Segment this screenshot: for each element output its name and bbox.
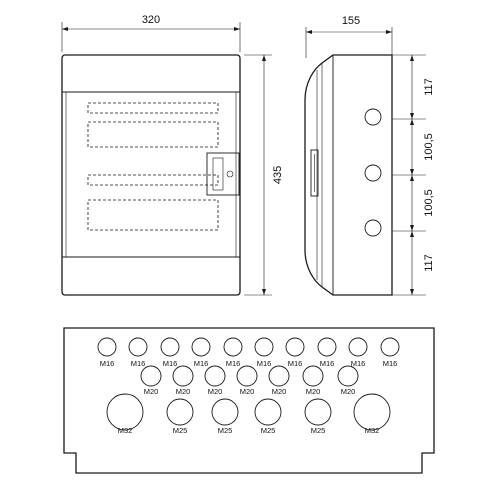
side-knockout-top	[364, 108, 382, 126]
cable-gland-knockout	[380, 337, 400, 357]
cable-gland-label: M20	[176, 387, 191, 396]
cable-gland-label: M16	[226, 359, 241, 368]
cable-gland-label: M20	[144, 387, 159, 396]
cable-gland-label: M16	[288, 359, 303, 368]
cable-entry-plate-outline	[63, 327, 435, 474]
cable-gland-label: M25	[261, 426, 276, 435]
cable-gland-knockout	[268, 365, 290, 387]
front-view: 320 435	[61, 14, 284, 296]
cable-gland-knockout	[204, 365, 226, 387]
cable-gland-label: M16	[163, 359, 178, 368]
cable-gland-label: M20	[240, 387, 255, 396]
cable-gland-label: M16	[320, 359, 335, 368]
cable-gland-label: M16	[131, 359, 146, 368]
cable-gland-knockout	[97, 337, 117, 357]
cable-gland-knockout	[304, 398, 332, 426]
cable-gland-label: M16	[383, 359, 398, 368]
side-segment-label-2: 100,5	[423, 133, 435, 161]
cable-gland-label: M25	[218, 426, 233, 435]
cable-gland-knockout	[353, 393, 391, 431]
front-width-label: 320	[142, 14, 160, 26]
cable-gland-label: M20	[272, 387, 287, 396]
side-depth-dimension: 155	[305, 15, 393, 58]
cable-gland-knockout	[172, 365, 194, 387]
cable-gland-knockout	[254, 337, 274, 357]
side-view: 155	[304, 15, 435, 296]
cable-gland-knockout	[285, 337, 305, 357]
side-segment-label-3: 100,5	[423, 189, 435, 217]
cable-gland-label: M25	[311, 426, 326, 435]
cable-gland-label: M20	[306, 387, 321, 396]
side-knockout-middle	[364, 164, 382, 182]
din-rail-zones	[87, 102, 219, 231]
cable-gland-knockout	[191, 337, 211, 357]
cable-gland-knockout	[211, 398, 239, 426]
cable-gland-label: M16	[351, 359, 366, 368]
door-handle	[206, 152, 240, 196]
cable-gland-knockout	[223, 337, 243, 357]
cable-gland-knockout	[160, 337, 180, 357]
side-depth-label: 155	[342, 15, 360, 27]
cable-gland-knockout	[302, 365, 324, 387]
side-segment-label-4: 117	[423, 254, 435, 272]
enclosure-front-outline	[61, 54, 241, 296]
cable-gland-knockout	[166, 398, 194, 426]
cable-gland-label: M20	[341, 387, 356, 396]
cable-gland-label: M25	[173, 426, 188, 435]
side-segment-dimensions: 117 100,5 100,5 117	[392, 54, 435, 296]
cable-gland-knockout	[348, 337, 368, 357]
front-width-dimension: 320	[61, 14, 241, 52]
side-latch	[310, 149, 319, 197]
cable-gland-knockout	[317, 337, 337, 357]
cable-gland-knockout	[128, 337, 148, 357]
cable-gland-label: M16	[257, 359, 272, 368]
cable-gland-knockout	[254, 398, 282, 426]
cable-gland-knockout	[106, 393, 144, 431]
cable-gland-knockout	[236, 365, 258, 387]
cable-gland-knockout	[337, 365, 359, 387]
side-knockout-bottom	[364, 219, 382, 237]
cable-gland-label: M16	[194, 359, 209, 368]
cable-gland-label: M16	[100, 359, 115, 368]
enclosure-door	[65, 91, 237, 258]
cable-gland-label: M32	[118, 426, 133, 435]
cable-gland-knockout	[140, 365, 162, 387]
cable-gland-label: M20	[208, 387, 223, 396]
cable-gland-label: M32	[365, 426, 380, 435]
side-segment-label-1: 117	[423, 78, 435, 96]
front-height-label: 435	[272, 166, 284, 184]
front-height-dimension: 435	[244, 54, 284, 296]
